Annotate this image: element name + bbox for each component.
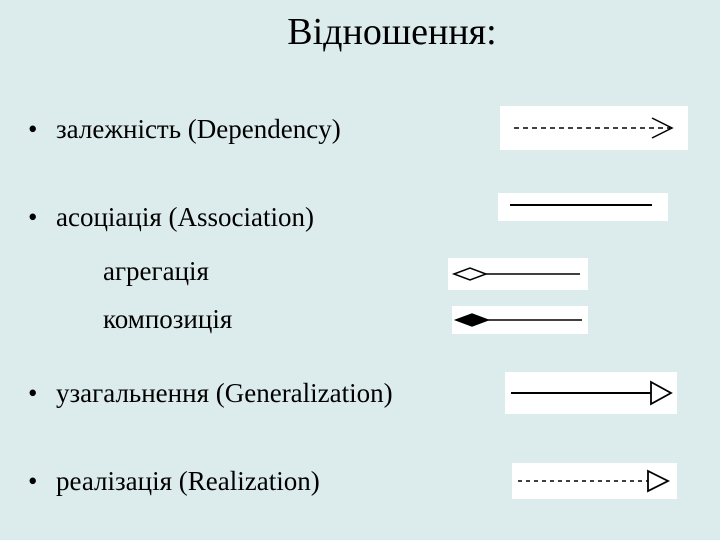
association-symbol-icon [498,193,668,221]
composition-label: композиція [103,304,233,334]
page-title: Відношення: [287,11,497,53]
bullet: • [28,378,38,408]
aggregation-symbol-icon [448,258,588,290]
bullet: • [28,202,38,232]
dependency-symbol-icon [500,106,688,150]
bullet: • [28,466,38,496]
list-item-dependency: • залежність (Dependency) [28,112,341,146]
list-item-realization: • реалізація (Realization) [28,464,320,498]
realization-label: реалізація (Realization) [56,466,320,496]
list-item-association: • асоціація (Association) [28,200,314,234]
realization-symbol-icon [512,463,677,499]
generalization-label: узагальнення (Generalization) [56,378,393,408]
association-label: асоціація (Association) [56,202,314,232]
list-item-generalization: • узагальнення (Generalization) [28,376,393,410]
generalization-symbol-icon [505,372,677,414]
dependency-label: залежність (Dependency) [56,114,341,144]
aggregation-label: агрегація [103,256,209,286]
bullet: • [28,114,38,144]
composition-symbol-icon [452,306,588,334]
